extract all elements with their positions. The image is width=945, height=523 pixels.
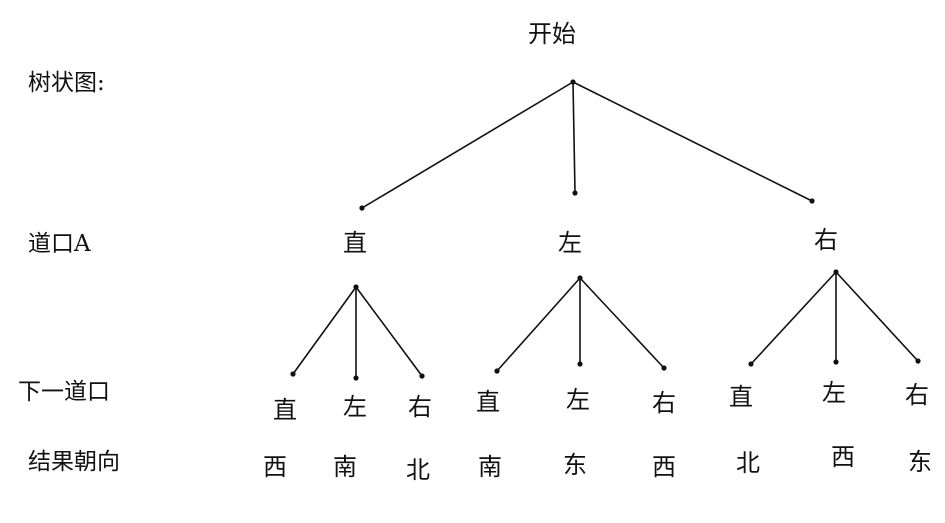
level2-node: [290, 371, 296, 377]
row-label-crossing-a: 道口A: [28, 231, 91, 257]
level2-node: [661, 365, 667, 371]
result-label: 西: [831, 443, 855, 471]
level2-node: [419, 373, 425, 379]
edge-level2: [355, 286, 423, 377]
edge-level2: [750, 271, 837, 365]
edge-level2: [496, 277, 581, 372]
level2-label: 右: [652, 389, 676, 417]
level2-node: [833, 359, 839, 365]
level2-node: [494, 368, 500, 374]
level2-label: 左: [343, 393, 367, 421]
level1-node: [572, 190, 578, 196]
level2-label: 直: [476, 388, 500, 416]
edge-root-1: [572, 81, 576, 194]
result-label: 西: [263, 453, 287, 481]
level2-node: [353, 375, 359, 381]
edge-level2: [579, 277, 665, 369]
result-label: 东: [908, 448, 932, 476]
result-label: 北: [736, 449, 760, 477]
result-label: 东: [563, 451, 587, 479]
level1-label: 左: [558, 229, 582, 257]
level1-label: 直: [343, 229, 367, 257]
result-label: 南: [478, 453, 502, 481]
level1-label: 右: [814, 226, 838, 254]
result-label: 南: [333, 453, 357, 481]
edge-level2: [835, 271, 919, 362]
level2-label: 右: [905, 381, 929, 409]
level1-node: [809, 198, 815, 204]
level2-label: 右: [408, 393, 432, 421]
row-label-next-crossing: 下一道口: [18, 379, 110, 405]
level2-node: [915, 358, 921, 364]
level2-label: 左: [822, 379, 846, 407]
level2-node: [577, 361, 583, 367]
result-label: 西: [652, 453, 676, 481]
level2-label: 左: [566, 386, 590, 414]
level1-node: [359, 205, 365, 211]
edge-root-2: [572, 81, 813, 202]
row-label-tree: 树状图:: [28, 70, 105, 96]
edge-level2: [292, 286, 357, 375]
level2-label: 直: [273, 396, 297, 424]
edge-root-0: [361, 81, 574, 209]
level2-label: 直: [729, 383, 753, 411]
row-label-result-direction: 结果朝向: [28, 449, 120, 475]
level2-node: [748, 361, 754, 367]
root-label: 开始: [528, 20, 576, 48]
result-label: 北: [406, 456, 430, 484]
